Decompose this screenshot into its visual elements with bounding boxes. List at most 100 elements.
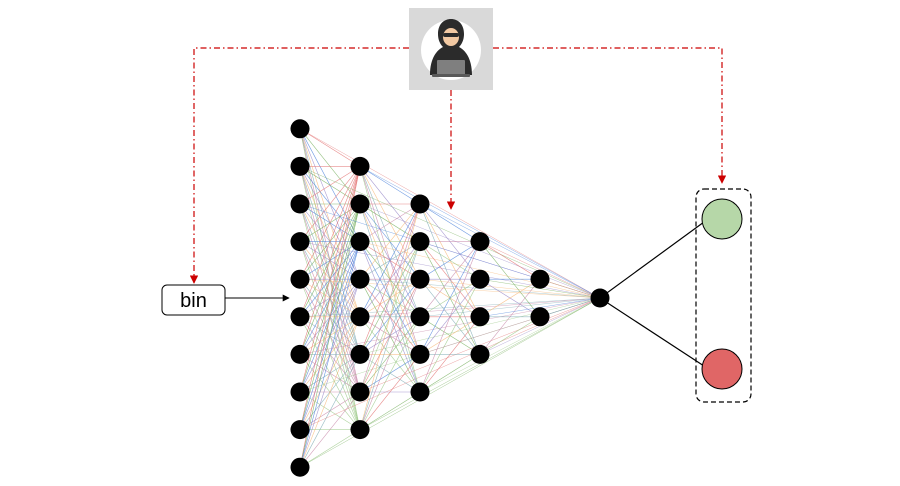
- network-node-layer4: [470, 307, 490, 327]
- output-connections: [599, 221, 705, 367]
- network-edge: [419, 241, 481, 393]
- output-class-green: [701, 198, 743, 240]
- network-edge: [299, 429, 361, 468]
- network-edge: [419, 278, 601, 299]
- network-edge: [359, 316, 421, 430]
- network-edge: [419, 297, 601, 393]
- attacker-panel: [409, 8, 493, 90]
- network-node-layer3: [410, 382, 430, 402]
- network-edge: [419, 316, 481, 393]
- network-edge: [359, 241, 421, 430]
- network-edge: [299, 166, 601, 299]
- input-box-label: bin: [180, 290, 207, 312]
- network-edge: [299, 166, 361, 280]
- network-edge: [539, 297, 601, 318]
- network-edge: [419, 203, 601, 299]
- network-edge: [359, 203, 421, 393]
- network-edge: [419, 241, 481, 355]
- network-node-layer1: [290, 420, 310, 440]
- network-edge: [479, 278, 541, 318]
- network-node-layer1: [290, 269, 310, 289]
- network-edge: [299, 316, 361, 468]
- network-edge: [359, 203, 421, 355]
- network-node-layer1: [290, 344, 310, 364]
- network-edge: [299, 166, 361, 468]
- network-node-layer1: [290, 119, 310, 139]
- network-node-layer1: [290, 457, 310, 477]
- network-edge: [359, 203, 421, 280]
- network-node-layer5: [530, 307, 550, 327]
- attack-arrow-to-output: [493, 47, 727, 184]
- network-node-layer4: [470, 344, 490, 364]
- network-edge: [479, 241, 541, 280]
- network-node-layer4: [470, 269, 490, 289]
- network-node-layer1: [290, 382, 310, 402]
- network-edge: [359, 203, 421, 317]
- network-edge: [299, 241, 601, 299]
- network-edge: [299, 297, 601, 468]
- network-edge: [299, 203, 361, 468]
- network-edge: [479, 279, 541, 355]
- network-edge: [419, 241, 481, 280]
- network-edge: [299, 166, 361, 242]
- network-node-layer1: [290, 156, 310, 176]
- network-edge: [299, 128, 601, 299]
- output-group-box: [695, 188, 752, 403]
- network-edge: [419, 297, 601, 318]
- network-edge: [299, 391, 361, 468]
- network-node-layer3: [410, 194, 430, 214]
- network-node-layer2: [350, 344, 370, 364]
- network-edge: [299, 128, 361, 167]
- network-node-layer1: [290, 194, 310, 214]
- network-node-layer2: [350, 420, 370, 440]
- network-edge: [299, 166, 361, 430]
- network-edge: [479, 316, 541, 355]
- network-node-layer5: [530, 269, 550, 289]
- network-edge: [299, 297, 601, 355]
- network-node-layer3: [410, 269, 430, 289]
- network-edge: [299, 166, 361, 355]
- output-edge-green: [599, 221, 705, 299]
- network-edge: [299, 241, 361, 468]
- network-node-layer2: [350, 232, 370, 252]
- network-node-layer3: [410, 232, 430, 252]
- input-box: bin: [161, 284, 226, 316]
- network-node-layer4: [470, 232, 490, 252]
- network-node-layer1: [290, 307, 310, 327]
- attack-arrows: [189, 47, 727, 284]
- network-edges: [299, 128, 601, 468]
- network-edge: [359, 166, 421, 205]
- network-edge: [299, 166, 361, 205]
- output-class-red: [701, 348, 743, 390]
- network-node-layer3: [410, 344, 430, 364]
- network-edge: [359, 203, 421, 242]
- attack-arrow-to-input: [189, 47, 409, 284]
- network-node-layer2: [350, 307, 370, 327]
- network-edge: [359, 391, 421, 430]
- network-node-layer2: [350, 269, 370, 289]
- network-edge: [299, 166, 361, 393]
- network-edge: [299, 166, 361, 317]
- network-node-layer1: [290, 232, 310, 252]
- network-edge: [299, 279, 361, 468]
- network-edge: [419, 279, 481, 393]
- network-edge: [359, 354, 421, 430]
- network-edge: [359, 203, 421, 430]
- network-node-layer2: [350, 382, 370, 402]
- network-edge: [359, 279, 421, 430]
- network-edge: [419, 203, 481, 242]
- network-nodes: [290, 119, 610, 477]
- network-edge: [539, 278, 601, 299]
- hacker-icon: [421, 19, 481, 80]
- network-node-layer3: [410, 307, 430, 327]
- output-edge-red: [599, 297, 705, 367]
- network-edge: [299, 297, 601, 430]
- network-edge: [419, 354, 481, 393]
- network-edge: [299, 297, 601, 318]
- network-edge: [299, 354, 361, 468]
- input-box-frame: [161, 284, 226, 316]
- network-edge: [299, 278, 601, 299]
- network-edge: [419, 241, 481, 317]
- network-node-layer2: [350, 194, 370, 214]
